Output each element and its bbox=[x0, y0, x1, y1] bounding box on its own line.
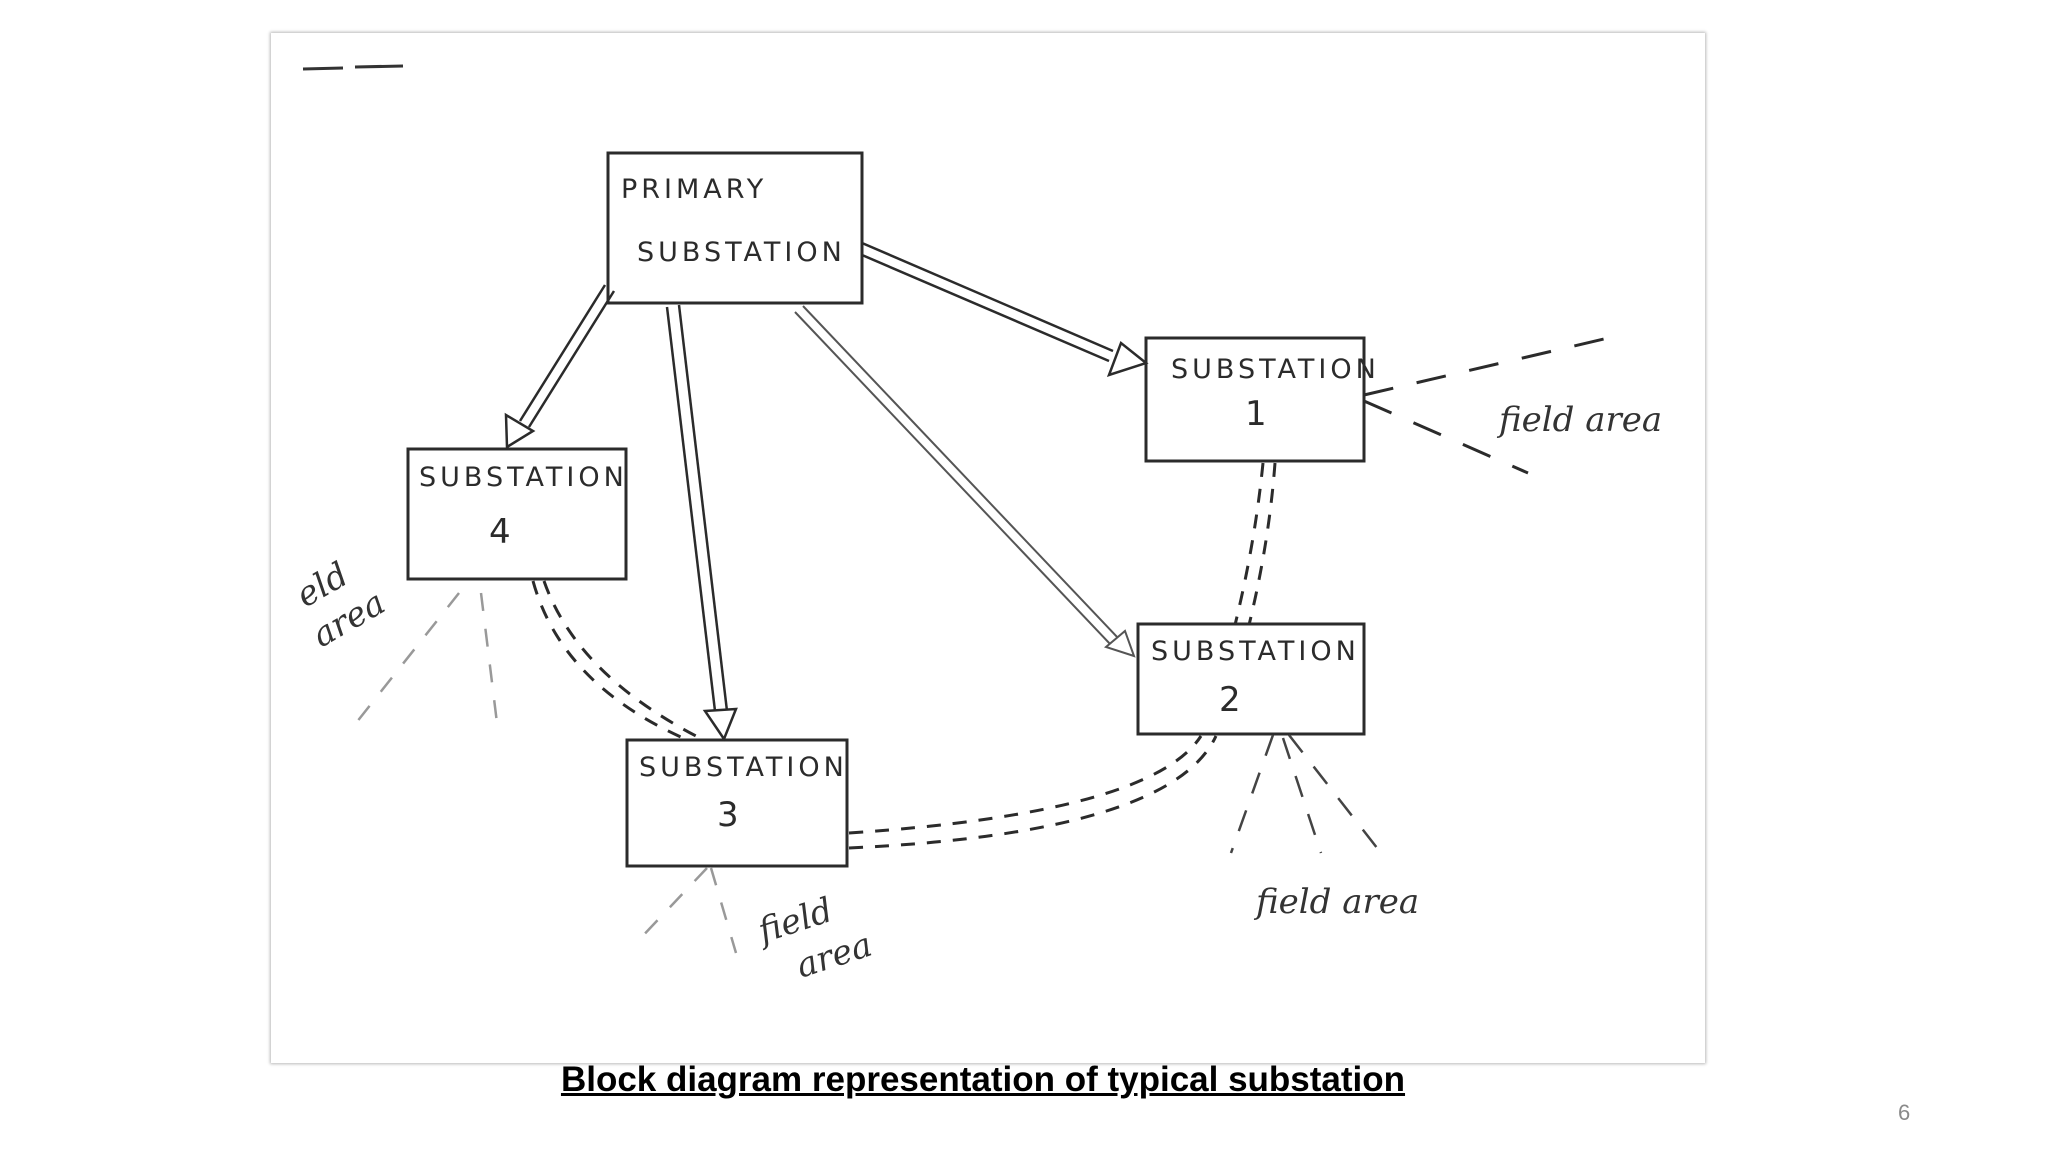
substation-1-label: SUBSTATION bbox=[1171, 354, 1380, 385]
substation-3-number: 3 bbox=[717, 795, 739, 835]
link-1-to-2 bbox=[1233, 462, 1265, 626]
field-lines-4 bbox=[355, 592, 499, 724]
link-3-to-2-b bbox=[848, 735, 1218, 850]
link-4-to-3-b bbox=[542, 580, 697, 738]
substation-2-box bbox=[1136, 622, 1366, 736]
primary-label-line2: SUBSTATION bbox=[637, 237, 846, 268]
substation-1-number: 1 bbox=[1245, 394, 1267, 434]
substation-1-box bbox=[1144, 336, 1366, 463]
primary-label-line1: PRIMARY bbox=[621, 174, 767, 205]
substation-3-label: SUBSTATION bbox=[639, 752, 848, 783]
field-lines-1 bbox=[1363, 337, 1605, 475]
substation-4-box bbox=[406, 447, 628, 581]
primary-substation-box bbox=[606, 151, 864, 305]
corner-scribble bbox=[302, 64, 404, 71]
arrow-primary-to-4 bbox=[504, 284, 616, 450]
substation-4-label: SUBSTATION bbox=[419, 462, 628, 493]
field-lines-3 bbox=[635, 867, 738, 954]
link-3-to-2 bbox=[848, 735, 1203, 835]
link-1-to-2-b bbox=[1247, 462, 1277, 626]
sketch-frame: PRIMARY SUBSTATION SUBSTATION 1 SUBSTATI… bbox=[271, 33, 1705, 1063]
block-diagram: PRIMARY SUBSTATION SUBSTATION 1 SUBSTATI… bbox=[290, 64, 1662, 987]
dashed-links bbox=[531, 462, 1277, 850]
link-4-to-3 bbox=[531, 580, 684, 740]
page-number: 6 bbox=[1898, 1100, 1911, 1125]
substation-2-label: SUBSTATION bbox=[1151, 636, 1360, 667]
arrow-primary-to-1 bbox=[861, 241, 1149, 377]
arrow-primary-to-2 bbox=[794, 305, 1136, 658]
field-lines-2 bbox=[1229, 734, 1382, 854]
substation-3-box bbox=[625, 738, 849, 868]
substation-2-number: 2 bbox=[1219, 680, 1241, 720]
diagram-caption: Block diagram representation of typical … bbox=[560, 1060, 1406, 1099]
substation-4-number: 4 bbox=[489, 512, 511, 552]
field-label-2: field area bbox=[1253, 882, 1419, 922]
arrow-primary-to-3 bbox=[665, 304, 738, 742]
field-label-1: field area bbox=[1496, 400, 1662, 440]
